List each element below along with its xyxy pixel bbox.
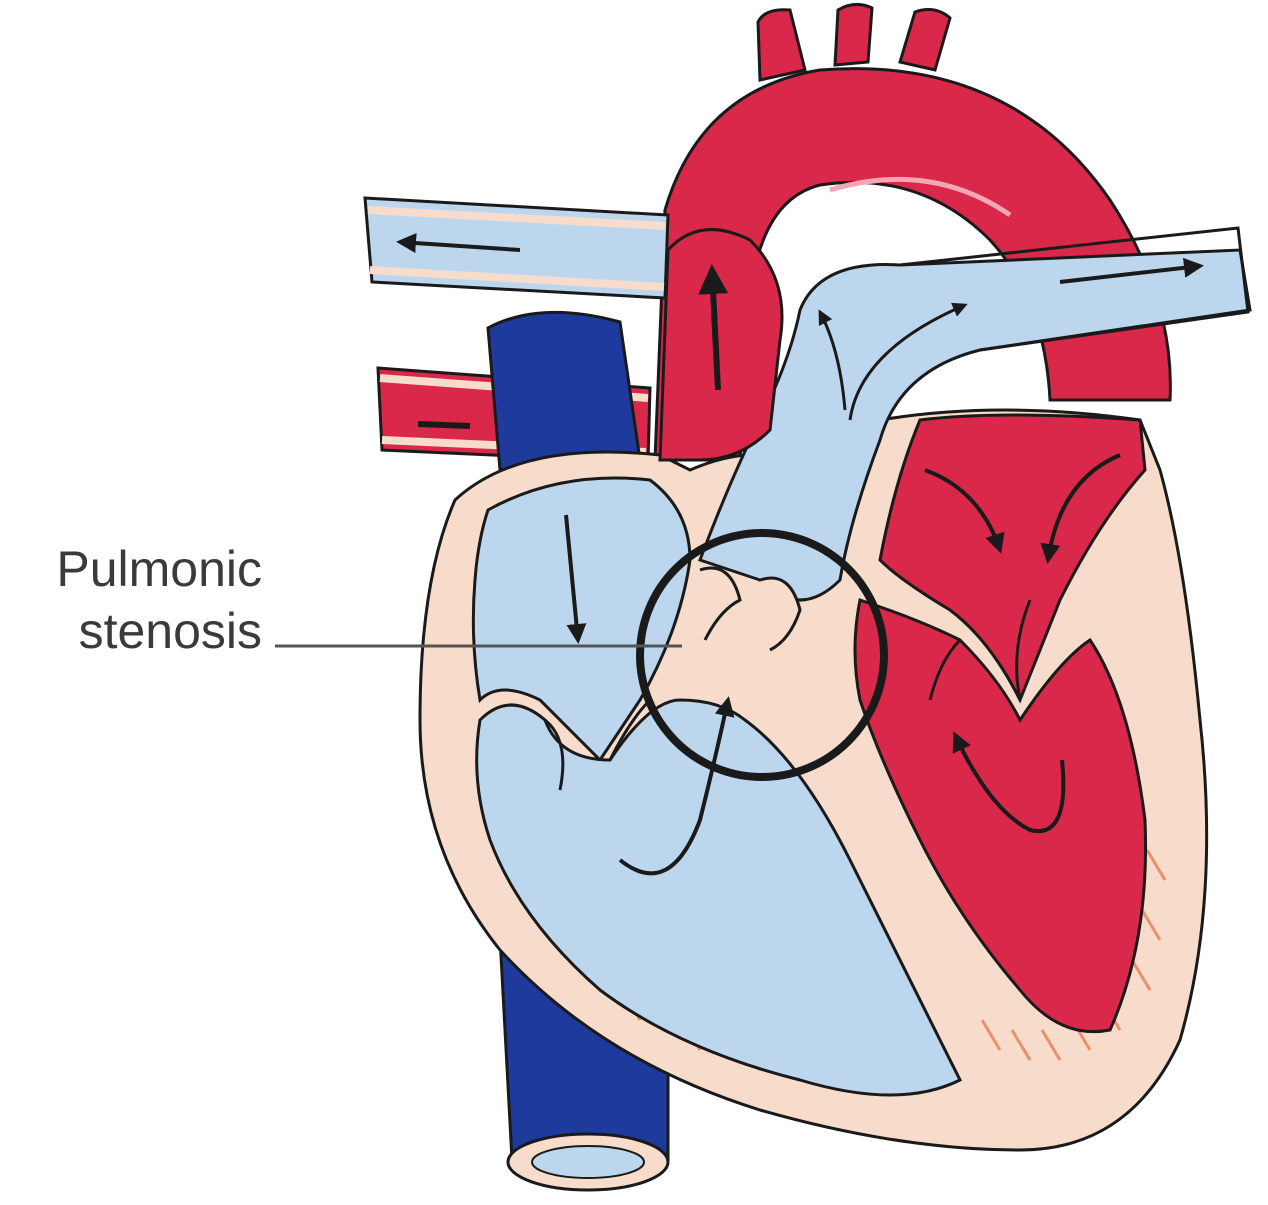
superior-vena-cava — [486, 310, 642, 472]
flow-arrow-pulmonary-trunk-2 — [818, 309, 847, 411]
stenosis-label: Pulmonic stenosis — [0, 538, 262, 662]
flow-arrow-ascending-aorta — [698, 264, 729, 391]
flow-arrow-right-atrium — [564, 514, 587, 644]
right-heart-chambers — [471, 476, 963, 1097]
pulmonic-valve-leaflet-left — [699, 566, 742, 641]
left-ventricle — [853, 598, 1148, 1034]
ascending-aorta — [658, 228, 784, 462]
stenosis-label-line2: stenosis — [78, 603, 262, 659]
flow-arrow-left-atrium-2 — [1040, 453, 1121, 564]
right-pulmonary-artery-wall — [367, 206, 666, 291]
left-subclavian-artery — [898, 8, 952, 72]
flow-arrow-right-pulmonary — [396, 233, 521, 254]
aortic-arch — [653, 3, 1172, 462]
flow-arrow-right-ventricle — [618, 696, 735, 876]
left-heart-chambers — [853, 413, 1148, 1034]
pulmonic-valve — [699, 566, 802, 652]
stenosis-label-line1: Pulmonic — [56, 541, 262, 597]
left-pulmonary-artery — [899, 226, 1250, 352]
flow-arrow-left-pulmonary — [1059, 257, 1204, 284]
aorta-arch-shape — [653, 67, 1172, 462]
right-pulmonary-artery — [363, 196, 670, 300]
inferior-vena-cava-lumen — [531, 1145, 645, 1179]
right-atrium — [471, 476, 692, 763]
ascending-aorta-shape — [658, 228, 784, 462]
left-carotid-artery — [833, 3, 874, 67]
mitral-valve-leaflet — [928, 599, 1032, 701]
flow-arrow-left-ventricle — [952, 731, 1066, 834]
stenosis-highlight-circle — [636, 529, 888, 781]
flow-arrow-right-pulmonary-vein — [417, 421, 471, 429]
flow-arrow-left-atrium-1 — [924, 468, 1005, 554]
aorta-highlight — [829, 176, 1012, 218]
pulmonic-valve-leaflet-right — [759, 576, 802, 652]
flow-arrow-pulmonary-trunk — [848, 302, 968, 421]
brachiocephalic-artery — [756, 8, 807, 82]
